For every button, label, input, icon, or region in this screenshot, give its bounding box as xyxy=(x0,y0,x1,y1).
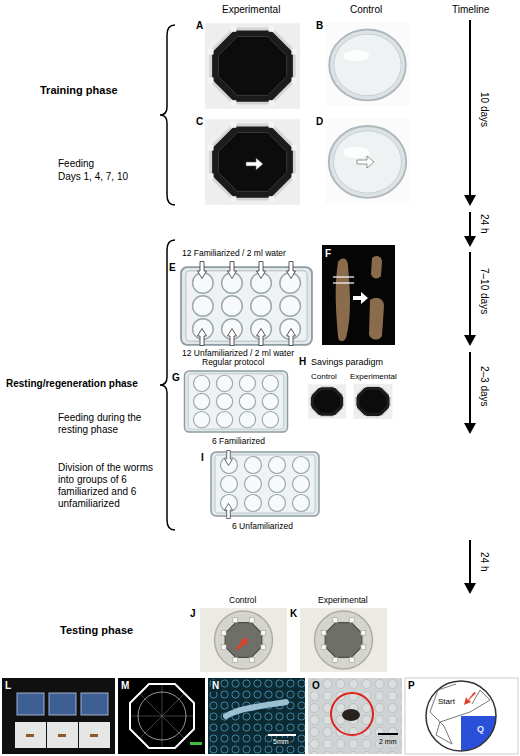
timeline-label: 7–10 days xyxy=(478,268,490,314)
panel-letter: L xyxy=(5,680,11,692)
timeline-label: 2–3 days xyxy=(478,366,490,407)
panel-letter: C xyxy=(196,116,203,128)
panel-letter: A xyxy=(196,20,203,32)
note-text: Days 1, 4, 7, 10 xyxy=(58,171,128,183)
scale-label: 5mm xyxy=(272,738,290,746)
column-header: Control xyxy=(350,4,382,16)
group-label: Control xyxy=(311,372,337,382)
start-label: Start xyxy=(437,697,456,707)
note-text: Feeding xyxy=(58,158,94,170)
panel-letter: B xyxy=(316,20,323,32)
panel-letter: E xyxy=(169,262,176,274)
group-label: Experimental xyxy=(350,372,397,382)
panel-letter: G xyxy=(172,372,180,384)
column-header: Experimental xyxy=(222,4,280,16)
timeline-label: 24 h xyxy=(478,214,490,233)
group-label: Regular protocol xyxy=(202,357,264,367)
column-header: Timeline xyxy=(452,4,489,16)
panel-letter: M xyxy=(121,680,129,692)
note-text: Division of the worms into groups of 6 f… xyxy=(58,462,154,510)
group-label: 6 Familiarized xyxy=(212,436,265,446)
timeline-label: 24 h xyxy=(478,552,490,571)
panel-title: Savings paradigm xyxy=(311,357,383,368)
panel-letter: D xyxy=(316,116,323,128)
panel-letter: I xyxy=(201,452,204,464)
panel-letter: H xyxy=(299,356,306,368)
panel-letter: K xyxy=(290,608,297,620)
group-label: 12 Familiarized / 2 ml water xyxy=(182,248,286,258)
phase-label: Testing phase xyxy=(60,624,133,637)
group-label: Experimental xyxy=(318,595,368,605)
panel-letter: J xyxy=(190,608,196,620)
group-label: 12 Unfamiliarized / 2 ml water xyxy=(182,348,294,358)
panel-letter: P xyxy=(408,680,415,692)
panel-letter: O xyxy=(311,680,321,692)
phase-label: Resting/regeneration phase xyxy=(6,378,138,390)
group-label: Control xyxy=(229,595,256,605)
phase-label: Training phase xyxy=(40,84,118,97)
scale-label: 2 mm xyxy=(378,738,398,746)
panel-letter: F xyxy=(325,248,331,260)
timeline-label: 10 days xyxy=(478,92,490,127)
group-label: 6 Unfamiliarized xyxy=(232,521,293,531)
zone-label: Q xyxy=(476,724,485,735)
note-text: Feeding during the resting phase xyxy=(58,412,154,436)
panel-letter: N xyxy=(211,680,220,692)
